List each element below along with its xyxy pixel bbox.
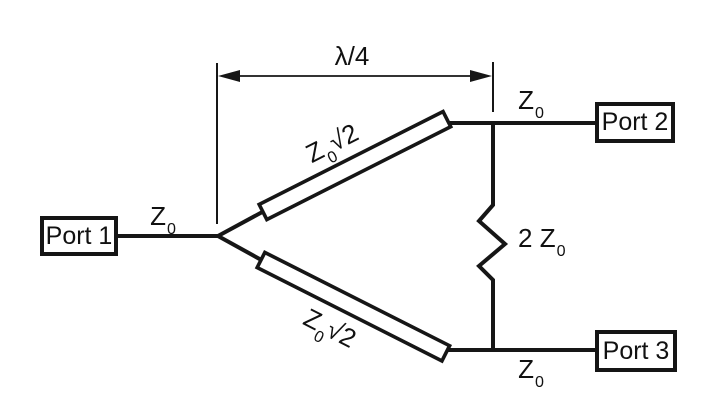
junction-lower-stub [217, 234, 266, 264]
port1-label: Port 1 [45, 221, 113, 250]
quarter-wave-transformer-upper [256, 109, 454, 223]
port2-impedance-label: Z0 [518, 85, 544, 123]
port3-box: Port 3 [595, 330, 677, 372]
isolation-resistor [476, 121, 509, 352]
port3-impedance-label: Z0 [518, 354, 544, 392]
port3-label: Port 3 [602, 336, 670, 365]
isolation-resistor-label: 2 Z0 [518, 223, 566, 261]
quarter-wave-transformer-lower [254, 249, 453, 364]
port1-box: Port 1 [40, 216, 118, 256]
port2-label: Port 2 [601, 108, 669, 136]
dimension-arrow-left-icon [218, 70, 240, 82]
quarter-wavelength-label: λ/4 [334, 41, 370, 71]
port2-box: Port 2 [595, 102, 675, 143]
junction-upper-stub [217, 208, 267, 238]
feed-impedance-label: Z0 [150, 201, 176, 239]
dimension-arrow-right-icon [470, 70, 492, 82]
